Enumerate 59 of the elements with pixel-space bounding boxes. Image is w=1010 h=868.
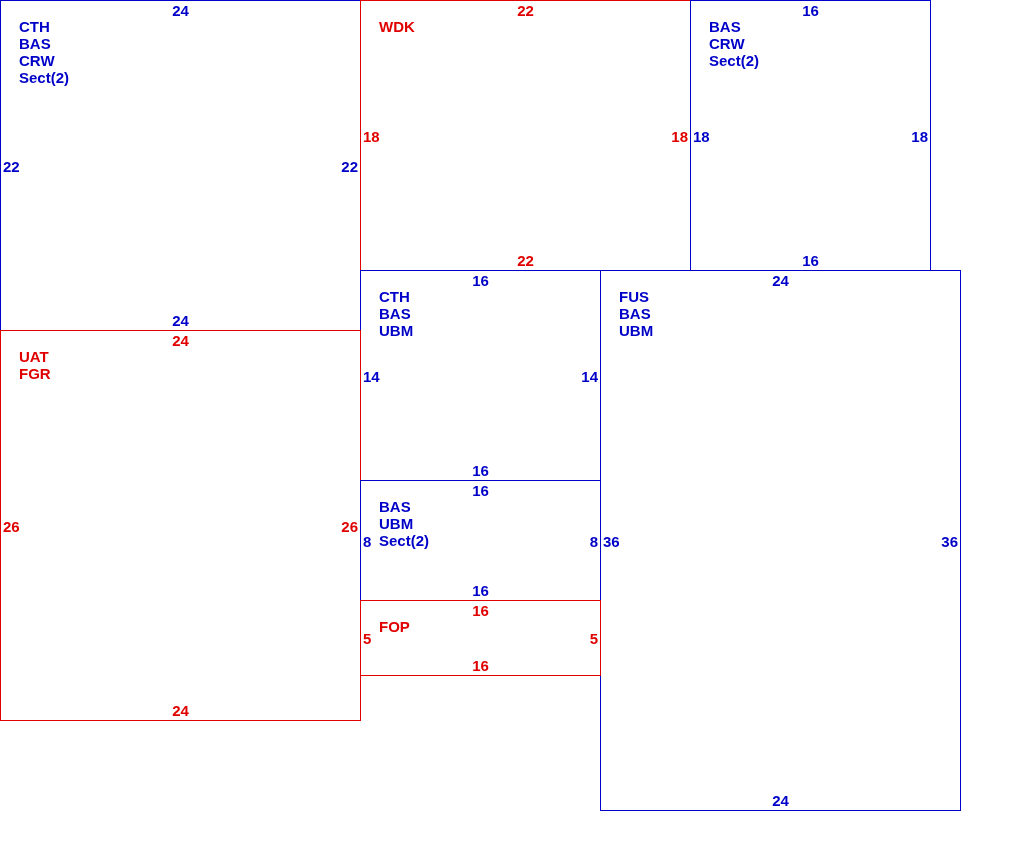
dimension-label: 16 <box>472 582 489 599</box>
dimension-label: 8 <box>363 532 372 549</box>
room-code: BAS <box>379 498 411 515</box>
dimension-label: 16 <box>472 482 489 499</box>
room-code: Sect(2) <box>709 52 760 69</box>
room-box <box>360 480 601 601</box>
room-code: BAS <box>709 18 741 35</box>
room-box <box>360 600 601 676</box>
dimension-label: 22 <box>341 157 358 174</box>
dimension-label: 14 <box>581 367 598 384</box>
dimension-label: 26 <box>3 517 20 534</box>
dimension-label: 16 <box>472 657 489 674</box>
room-code: BAS <box>19 35 51 52</box>
room-code: BAS <box>379 305 411 322</box>
dimension-label: 24 <box>172 702 189 719</box>
dimension-label: 18 <box>363 127 380 144</box>
dimension-label: 18 <box>911 127 928 144</box>
room-code: CTH <box>379 288 410 305</box>
dimension-label: 24 <box>172 332 189 349</box>
dimension-label: 22 <box>3 157 20 174</box>
room-box <box>690 0 931 271</box>
dimension-label: 5 <box>363 629 372 647</box>
dimension-label: 24 <box>172 2 189 19</box>
room-code: FUS <box>619 288 649 305</box>
dimension-label: 16 <box>802 2 819 19</box>
dimension-label: 22 <box>517 252 534 269</box>
dimension-label: 18 <box>693 127 710 144</box>
room-code: UBM <box>379 515 414 532</box>
room-box <box>0 0 361 331</box>
dimension-label: 36 <box>941 532 958 549</box>
dimension-label: 24 <box>772 792 789 809</box>
dimension-label: 18 <box>671 127 688 144</box>
dimension-label: 16 <box>802 252 819 269</box>
room-code: CRW <box>709 35 745 52</box>
dimension-label: 24 <box>772 272 789 289</box>
room-code: Sect(2) <box>379 532 430 549</box>
room-box <box>0 330 361 721</box>
room-code: Sect(2) <box>19 69 70 86</box>
room-code: CRW <box>19 52 55 69</box>
dimension-label: 8 <box>589 532 598 549</box>
room-code: CTH <box>19 18 50 35</box>
dimension-label: 16 <box>472 462 489 479</box>
room-code: UBM <box>379 322 414 339</box>
room-box <box>600 270 961 811</box>
room-code: UBM <box>619 322 654 339</box>
dimension-label: 24 <box>172 312 189 329</box>
room-code: UAT <box>19 348 49 365</box>
dimension-label: 22 <box>517 2 534 19</box>
dimension-label: 5 <box>589 629 598 647</box>
room-box <box>360 0 691 271</box>
dimension-label: 16 <box>472 272 489 289</box>
dimension-label: 16 <box>472 602 489 619</box>
dimension-label: 14 <box>363 367 380 384</box>
room-code: FOP <box>379 618 410 635</box>
dimension-label: 36 <box>603 532 620 549</box>
room-code: WDK <box>379 18 415 35</box>
room-code: FGR <box>19 365 51 382</box>
room-code: BAS <box>619 305 651 322</box>
dimension-label: 26 <box>341 517 358 534</box>
